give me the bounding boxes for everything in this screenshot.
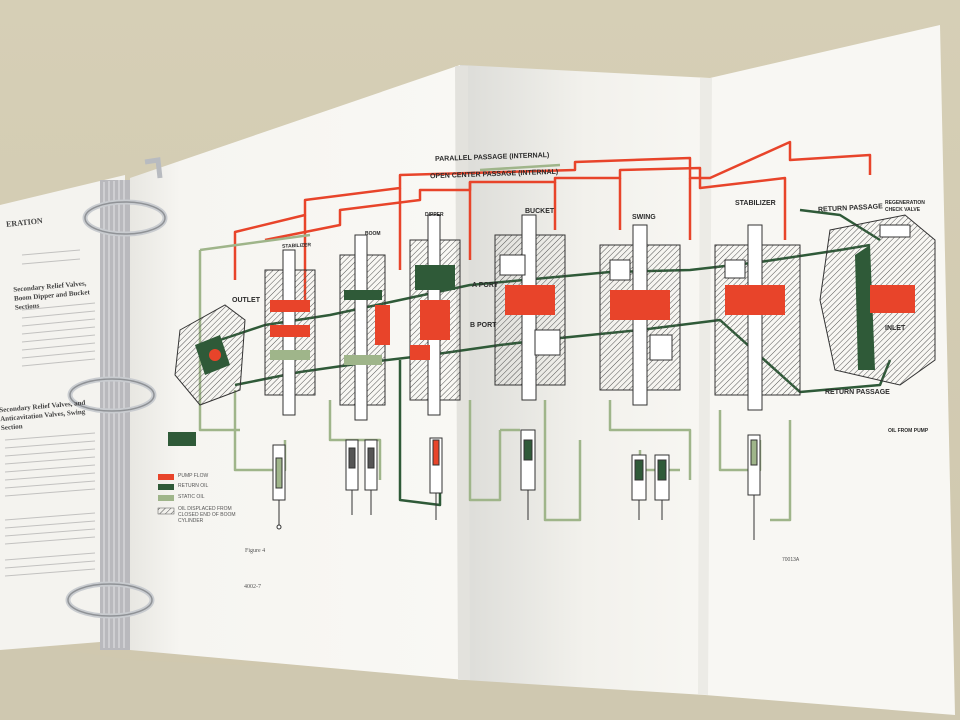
- valve-stabilizer-left: [264, 249, 316, 416]
- reservoir-box: [168, 432, 196, 446]
- valve-bucket: [494, 214, 566, 401]
- legend-return-oil: RETURN OIL: [178, 483, 209, 489]
- valve-boom: [339, 234, 390, 421]
- page-number: 4002-7: [244, 584, 261, 590]
- legend-static-oil: STATIC OIL: [178, 494, 205, 500]
- section-label-stabilizer-right: STABILIZER: [735, 200, 776, 207]
- outlet-valve: [174, 304, 246, 406]
- figure-caption: Figure 4: [245, 548, 266, 554]
- fold-shadow-2: [698, 78, 712, 695]
- regeneration-check-valve-label: REGENERATION CHECK VALVE: [885, 200, 925, 213]
- legend-pump-flow: PUMP FLOW: [178, 473, 209, 479]
- legend-swatches: [157, 474, 175, 515]
- section-label-swing: SWING: [632, 214, 656, 221]
- fold-shadow: [455, 66, 470, 680]
- return-passage-bottom-label: RETURN PASSAGE: [825, 389, 890, 396]
- b-port-label: B PORT: [470, 322, 497, 329]
- section-label-dipper: DIPPER: [425, 212, 444, 218]
- valve-inlet: [819, 214, 936, 386]
- left-page: [0, 175, 125, 650]
- inlet-label: INLET: [885, 325, 906, 332]
- section-label-bucket: BUCKET: [525, 208, 555, 215]
- parallel-passage-line: [233, 140, 872, 280]
- section-label-outlet: OUTLET: [232, 297, 260, 304]
- foldout-panel-3: [705, 25, 955, 715]
- valve-stabilizer-right: [714, 224, 801, 411]
- legend-displaced-oil: OIL DISPLACED FROM CLOSED END OF BOOM CY…: [178, 506, 236, 524]
- valve-swing: [599, 224, 681, 406]
- valve-dipper: [409, 214, 461, 416]
- page-stack-lines: [103, 180, 125, 648]
- oil-from-pump-label: OIL FROM PUMP: [888, 428, 929, 434]
- a-port-label: A PORT: [472, 282, 499, 289]
- page-stack-edge: [100, 180, 130, 650]
- left-page-text-lines: [4, 249, 96, 577]
- ring-post-top: [144, 157, 163, 179]
- drawing-code: 70013A: [782, 557, 800, 563]
- cylinders: [272, 429, 761, 540]
- section-label-boom: BOOM: [365, 231, 381, 237]
